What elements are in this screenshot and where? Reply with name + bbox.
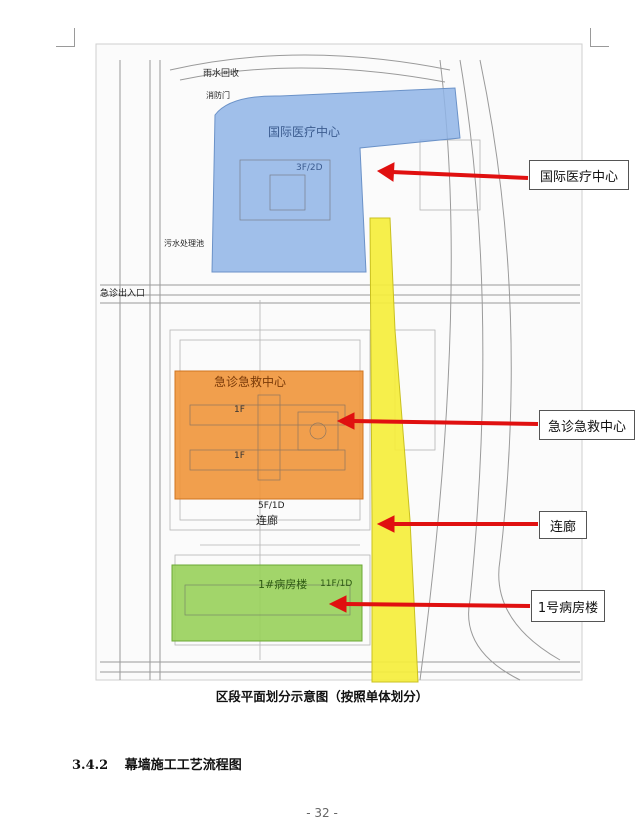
label-zone-c: 1#病房楼 [258, 577, 307, 591]
section-number: 3.4.2 [72, 758, 109, 773]
label-floor-link: 5F/1D [258, 501, 285, 511]
label-rain: 雨水回收 [203, 67, 239, 79]
callout-intl-medical: 国际医疗中心 [529, 160, 629, 190]
page-number: - 32 - [306, 806, 338, 820]
label-zone-b: 急诊急救中心 [214, 374, 286, 389]
label-floor-c: 11F/1D [320, 579, 352, 589]
zone-emergency [174, 370, 364, 500]
callout-corridor: 连廊 [539, 511, 587, 539]
zone-ward-1 [171, 564, 363, 642]
label-fire: 消防门 [206, 90, 230, 100]
label-zone-a: 国际医疗中心 [268, 124, 340, 139]
label-floor-a: 3F/2D [296, 163, 323, 173]
section-title: 幕墙施工工艺流程图 [124, 758, 242, 773]
callout-ward: 1号病房楼 [531, 590, 605, 622]
arrow-emergency [351, 419, 539, 426]
callout-emergency: 急诊急救中心 [539, 410, 635, 440]
zone-corridor [369, 217, 419, 683]
label-link-name: 连廊 [256, 513, 278, 527]
arrow-head-corridor [376, 515, 395, 533]
crop-mark-top-right [590, 28, 609, 47]
figure-caption: 区段平面划分示意图（按照单体划分） [215, 689, 429, 704]
arrow-intl [391, 170, 529, 180]
arrow-ward [343, 602, 531, 608]
section-heading: 3.4.2 幕墙施工工艺流程图 [72, 754, 242, 773]
label-sewage: 污水处理池 [164, 238, 204, 248]
site-plan-figure: 国际医疗中心 3F/2D 急诊急救中心 1F 1F 1#病房楼 11F/1D 5… [95, 43, 583, 683]
arrow-head-ward [328, 595, 347, 613]
callout-arrows [328, 162, 539, 613]
label-floor-b2: 1F [234, 451, 245, 461]
zone-intl-medical [211, 87, 461, 273]
zone-detail-lines [184, 159, 351, 616]
arrow-head-emergency [336, 412, 355, 430]
arrow-head-intl [377, 162, 395, 182]
label-entrance: 急诊出入口 [100, 287, 145, 299]
crop-mark-top-left [56, 28, 75, 47]
label-floor-b1: 1F [234, 405, 245, 415]
